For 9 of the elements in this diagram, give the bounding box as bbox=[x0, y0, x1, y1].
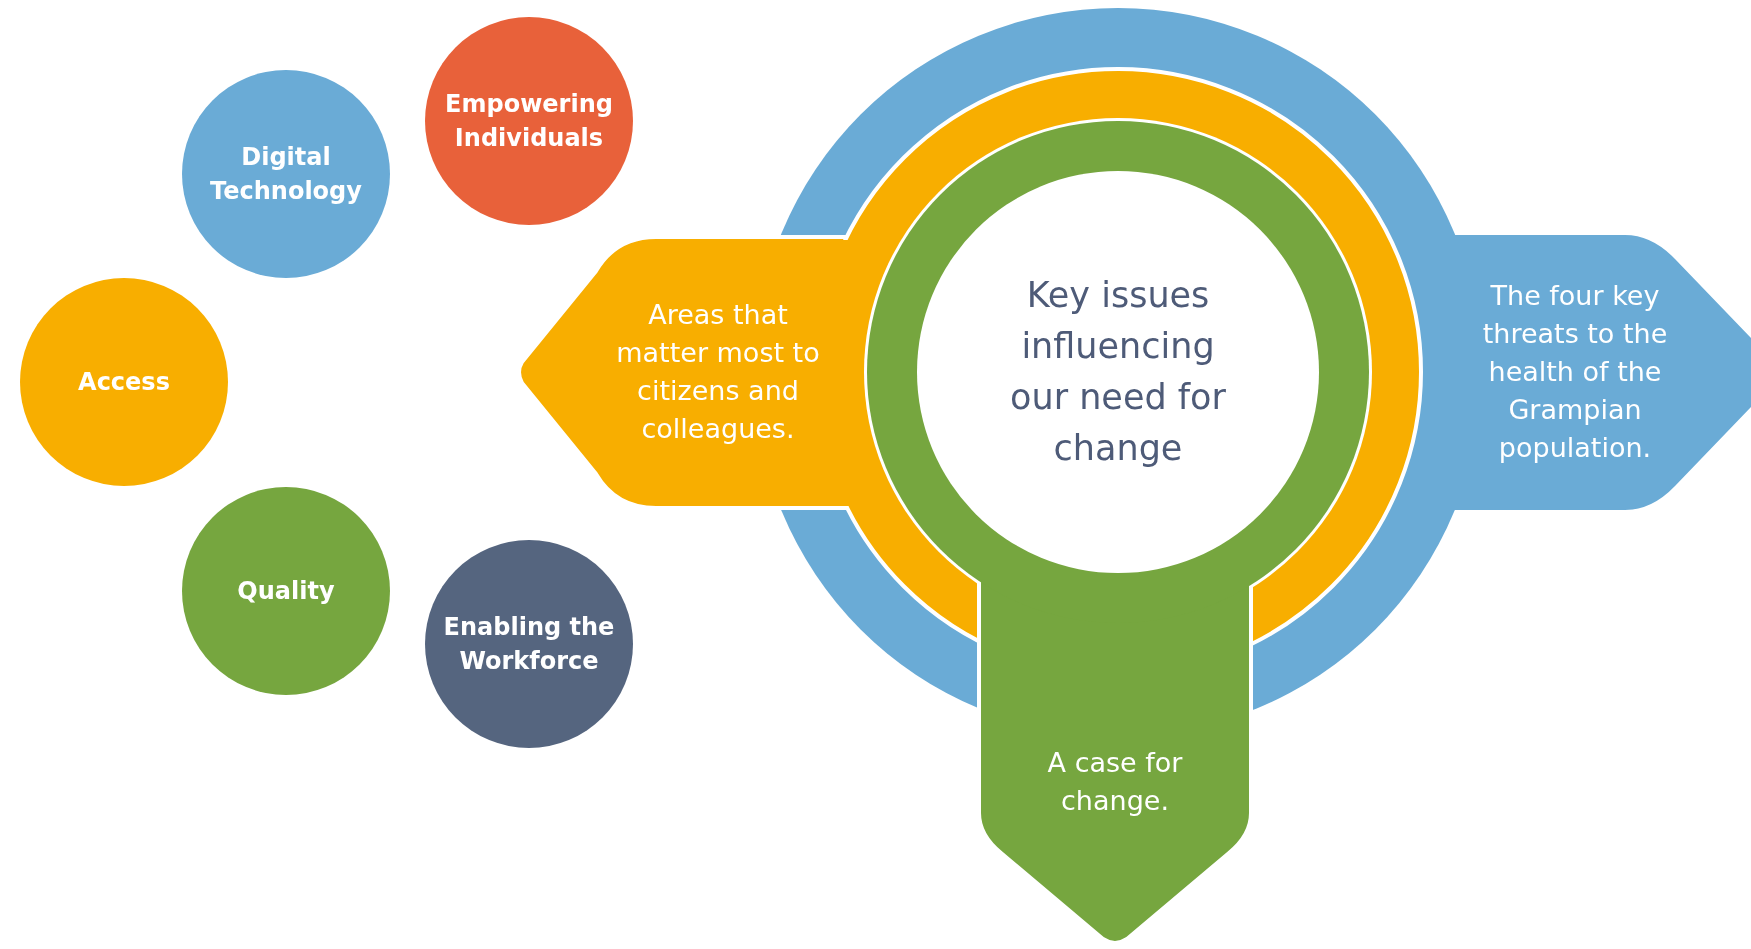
arrow-label: Areas that matter most to citizens and colleagues. bbox=[615, 298, 821, 446]
circle-label: Access bbox=[77, 367, 171, 398]
arrow-label: The four key threats to the health of the Grampian population. bbox=[1481, 279, 1669, 465]
circle-label: Digital Technology bbox=[209, 142, 363, 207]
circle-label: Enabling the Workforce bbox=[442, 612, 616, 677]
arrow-label: A case for change. bbox=[1046, 746, 1184, 818]
circle-label: Quality bbox=[236, 576, 336, 607]
circle-label: Empowering Individuals bbox=[444, 89, 614, 154]
center-heading: Key issues influencing our need for change bbox=[1009, 274, 1227, 470]
